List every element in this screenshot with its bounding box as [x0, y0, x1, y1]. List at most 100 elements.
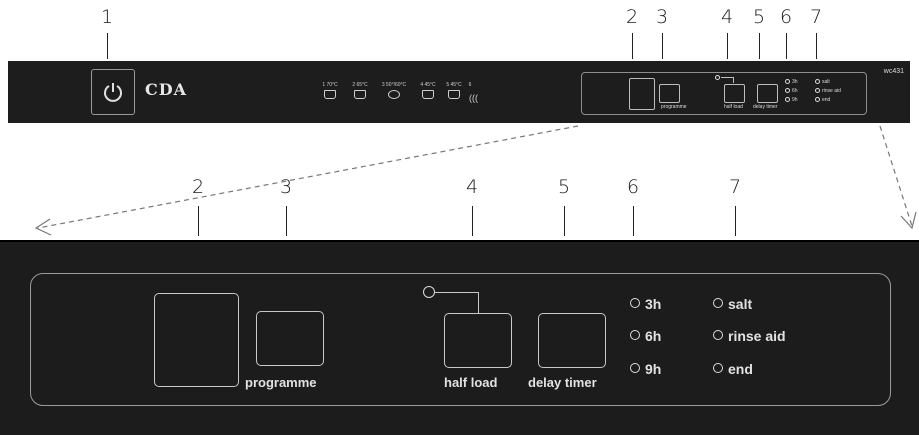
- delay-timer-label: delay timer: [528, 375, 597, 390]
- callout-line-2-bottom: [198, 206, 199, 236]
- callout-line-6-bottom: [633, 206, 634, 236]
- callout-line-3-bottom: [286, 206, 287, 236]
- model-code: wc431: [883, 68, 904, 75]
- programme-number: 3: [381, 82, 385, 88]
- salt-indicator: salt: [713, 296, 752, 312]
- callout-2-top: 2: [626, 6, 639, 28]
- half-load-connector: [435, 292, 479, 314]
- callout-2-bottom: 2: [192, 176, 205, 198]
- power-icon: [104, 83, 122, 102]
- mini-display: [629, 78, 655, 110]
- programme-temp: 65°C: [356, 82, 368, 88]
- brand-logo: CDA: [145, 80, 188, 99]
- programme-4-indicator: 4 45°C: [415, 82, 441, 99]
- delay-6h-indicator: 6h: [630, 328, 661, 344]
- led-icon: [630, 363, 640, 373]
- callout-4-bottom: 4: [466, 176, 479, 198]
- mini-half-load-button[interactable]: [724, 84, 745, 103]
- delay-3h-label: 3h: [645, 296, 662, 312]
- mini-salt-label: salt: [822, 79, 830, 85]
- mini-delay-timer-button[interactable]: [757, 84, 778, 103]
- mini-programme-label: programme: [661, 104, 687, 110]
- callout-6-top: 6: [780, 6, 793, 28]
- delay-9h-label: 9h: [645, 361, 662, 377]
- callout-5-bottom: 5: [558, 176, 571, 198]
- rinse-icon: (((: [469, 93, 478, 103]
- half-load-button[interactable]: [444, 313, 512, 368]
- mini-delay-9h: 9h: [785, 97, 798, 103]
- mini-rinse-aid: rinse aid: [815, 88, 841, 94]
- mini-delay-6h-label: 6h: [792, 88, 798, 94]
- mini-delay-timer-label: delay timer: [753, 104, 778, 110]
- rinse-aid-label: rinse aid: [728, 328, 786, 344]
- led-icon: [785, 79, 790, 85]
- mini-programme-button[interactable]: [659, 84, 680, 103]
- led-icon: [785, 97, 790, 103]
- end-label: end: [728, 361, 753, 377]
- power-button[interactable]: [91, 69, 135, 115]
- callout-line-5-top: [759, 33, 760, 59]
- programme-number: 5: [446, 82, 450, 88]
- programme-number: 2: [352, 82, 356, 88]
- half-load-label: half load: [444, 375, 498, 390]
- mini-half-load-led: [715, 75, 720, 80]
- mini-end-label: end: [822, 97, 831, 103]
- control-panel-detail: programme half load delay timer 3h 6h 9h…: [0, 240, 919, 435]
- programme-icon: [448, 90, 460, 99]
- callout-line-4-bottom: [472, 206, 473, 236]
- arrowhead-left-icon: [34, 218, 52, 236]
- callout-line-5-bottom: [564, 206, 565, 236]
- led-icon: [815, 79, 820, 85]
- callout-7-top: 7: [810, 6, 823, 28]
- programme-2-indicator: 2 65°C: [347, 82, 373, 99]
- callout-3-bottom: 3: [280, 176, 293, 198]
- callout-6-bottom: 6: [627, 176, 640, 198]
- callout-line-6-top: [786, 33, 787, 59]
- led-icon: [815, 88, 820, 94]
- programme-button[interactable]: [256, 311, 324, 366]
- callout-line-1-top: [107, 33, 108, 59]
- mini-control-frame: programme half load delay timer 3h 6h 9h…: [581, 72, 867, 115]
- programme-icon: [354, 90, 366, 99]
- arrowhead-right-icon: [900, 211, 917, 230]
- led-icon: [630, 298, 640, 308]
- mini-half-load-connector: [721, 77, 734, 83]
- zoom-arrow-right: [879, 125, 913, 227]
- callout-7-bottom: 7: [729, 176, 742, 198]
- callout-5-top: 5: [753, 6, 766, 28]
- control-panel-overview: CDA 1 70°C 2 65°C 3 50°/60°C 4 45°C 5 45…: [8, 61, 910, 123]
- zoom-arrow-left: [37, 125, 579, 229]
- delay-9h-indicator: 9h: [630, 361, 661, 377]
- programme-icon: [422, 90, 434, 99]
- led-icon: [785, 88, 790, 94]
- programme-icon: [324, 90, 336, 99]
- led-icon: [713, 330, 723, 340]
- callout-line-7-bottom: [735, 206, 736, 236]
- delay-3h-indicator: 3h: [630, 296, 661, 312]
- mini-delay-3h-label: 3h: [792, 79, 798, 85]
- programme-3-indicator: 3 50°/60°C: [377, 82, 411, 99]
- programme-1-indicator: 1 70°C: [317, 82, 343, 99]
- display-window: [154, 293, 239, 387]
- rinse-aid-indicator: rinse aid: [713, 328, 786, 344]
- programme-temp: 45°C: [424, 82, 436, 88]
- programme-number: 1: [322, 82, 326, 88]
- mini-delay-3h: 3h: [785, 79, 798, 85]
- callout-line-7-top: [816, 33, 817, 59]
- salt-label: salt: [728, 296, 753, 312]
- led-icon: [713, 363, 723, 373]
- programme-6-indicator: 6: [464, 82, 476, 88]
- led-icon: [630, 330, 640, 340]
- detail-frame: [30, 273, 891, 406]
- end-indicator: end: [713, 361, 753, 377]
- programme-number: 4: [420, 82, 424, 88]
- programme-temp: 50°/60°C: [386, 82, 407, 88]
- delay-timer-button[interactable]: [538, 313, 606, 368]
- callout-1-top: 1: [101, 6, 114, 28]
- callout-3-top: 3: [656, 6, 669, 28]
- callout-4-top: 4: [721, 6, 734, 28]
- mini-delay-6h: 6h: [785, 88, 798, 94]
- mini-salt: salt: [815, 79, 830, 85]
- mini-delay-9h-label: 9h: [792, 97, 798, 103]
